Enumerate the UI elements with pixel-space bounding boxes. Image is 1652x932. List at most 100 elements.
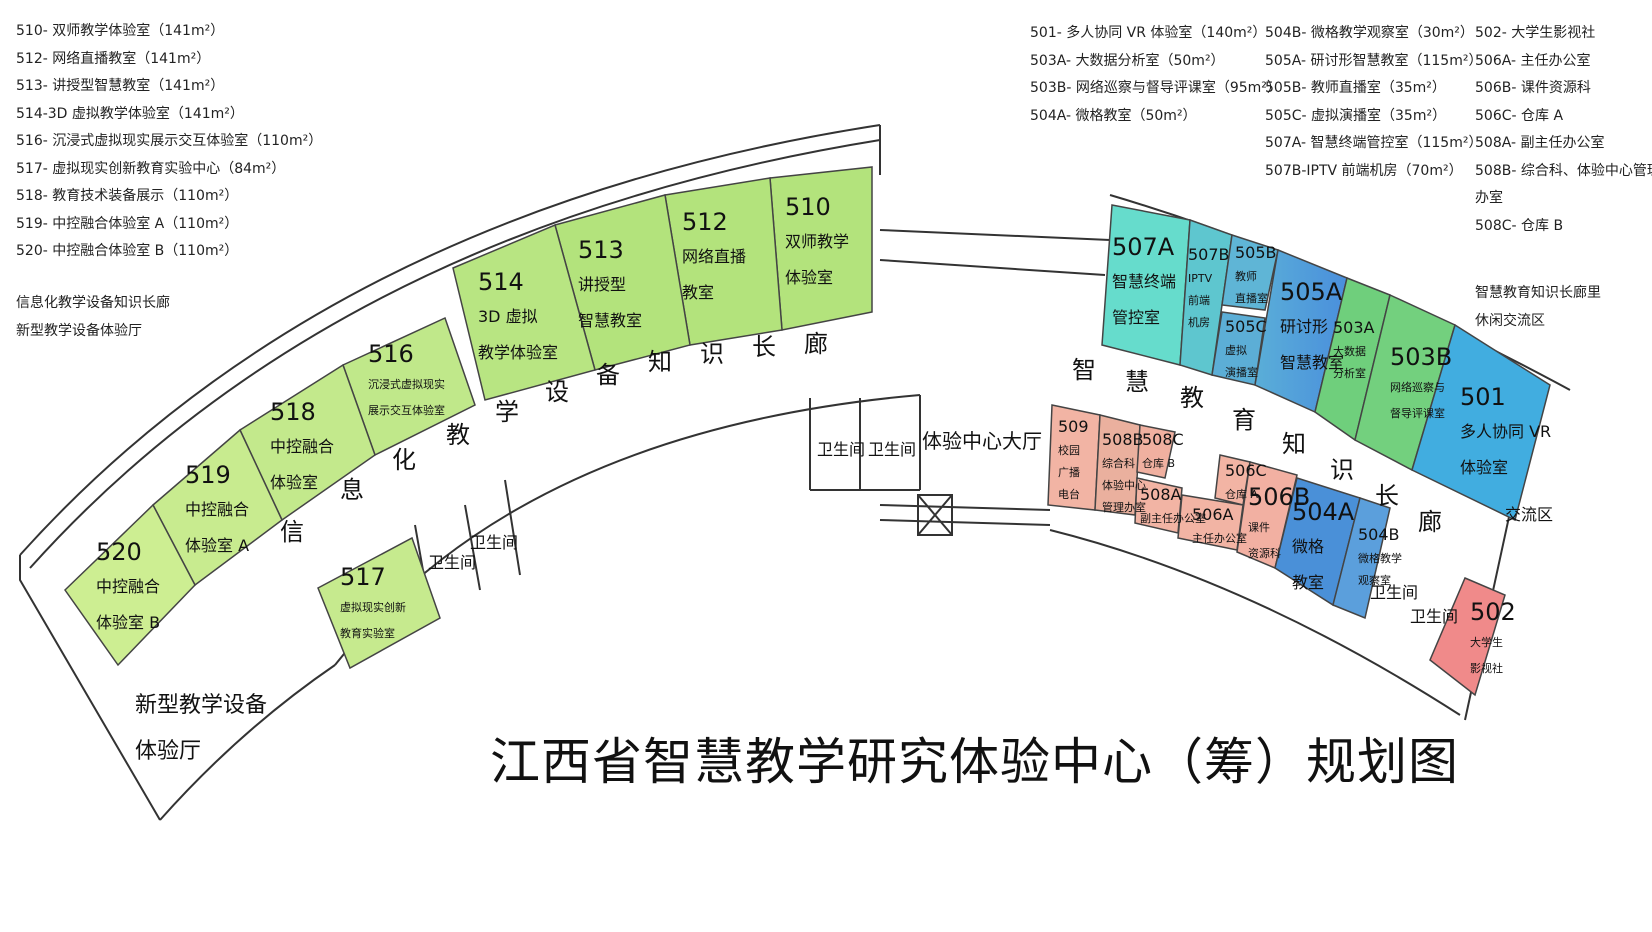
- room-number: 510: [785, 193, 831, 221]
- restroom-label: 卫生间: [428, 553, 476, 572]
- room-name: 校园: [1058, 443, 1080, 457]
- room-name: 展示交互体验室: [368, 403, 445, 417]
- legend-item: 512- 网络直播教室（141m²）: [16, 50, 211, 67]
- legend-item: 504A- 微格教室（50m²）: [1030, 107, 1197, 124]
- room-number: 505B: [1235, 243, 1277, 262]
- room-name: 智慧教室: [1280, 353, 1344, 372]
- room-name: 多人协同 VR: [1460, 422, 1551, 441]
- room-number: 519: [185, 461, 231, 489]
- room-name: 讲授型: [578, 275, 626, 294]
- room-502[interactable]: [1429, 577, 1506, 697]
- room-number: 513: [578, 236, 624, 264]
- room-name: 演播室: [1225, 365, 1258, 379]
- corridor-char: 慧: [1125, 368, 1149, 396]
- room-504b[interactable]: [1332, 497, 1391, 620]
- room-name: 电台: [1058, 487, 1080, 501]
- room-number: 512: [682, 208, 728, 236]
- legend-item: 501- 多人协同 VR 体验室（140m²）: [1030, 25, 1267, 41]
- room-name: 网络巡察与: [1390, 380, 1445, 394]
- legend-item: 505A- 研讨形智慧教室（115m²）: [1265, 52, 1483, 69]
- room-name: 机房: [1188, 315, 1210, 329]
- page-title: 江西省智慧教学研究体验中心（筹）规划图: [490, 733, 1459, 791]
- legend-item: 519- 中控融合体验室 A（110m²）: [16, 215, 239, 232]
- legend-item: 520- 中控融合体验室 B（110m²）: [16, 243, 239, 259]
- room-name: 体验室: [270, 473, 318, 492]
- room-name: 主任办公室: [1192, 531, 1247, 545]
- legend-item: 510- 双师教学体验室（141m²）: [16, 23, 225, 39]
- corridor-char: 息: [340, 476, 364, 504]
- legend-item: 514-3D 虚拟教学体验室（141m²）: [16, 105, 244, 122]
- corridor-char: 智: [1072, 356, 1096, 384]
- room-514[interactable]: [452, 223, 596, 401]
- room-name: 智慧教室: [578, 311, 642, 330]
- corridor-char: 知: [648, 348, 672, 376]
- room-name: 教室: [1292, 573, 1324, 592]
- room-name: 资源科: [1248, 546, 1281, 560]
- room-number: 504A: [1292, 498, 1355, 526]
- room-name: 仓库 B: [1142, 456, 1175, 470]
- legend-left: 510- 双师教学体验室（141m²） 512- 网络直播教室（141m²） 5…: [16, 18, 322, 266]
- room-name: 仓库 A: [1225, 487, 1258, 501]
- room-number: 502: [1470, 598, 1516, 626]
- room-number: 520: [96, 538, 142, 566]
- room-name: 虚拟: [1225, 343, 1247, 357]
- room-name: 影视社: [1470, 661, 1503, 675]
- legend-item: 516- 沉浸式虚拟现实展示交互体验室（110m²）: [16, 133, 323, 149]
- legend-item: 502- 大学生影视社: [1475, 25, 1596, 41]
- legend-item: 503A- 大数据分析室（50m²）: [1030, 52, 1225, 69]
- legend-item: 505C- 虚拟演播室（35m²）: [1265, 107, 1447, 124]
- restroom-label: 卫生间: [868, 440, 916, 459]
- room-508c[interactable]: [1136, 424, 1176, 479]
- corridor-char: 设: [545, 378, 569, 406]
- room-number: 517: [340, 563, 386, 591]
- room-number: 506C: [1225, 461, 1267, 480]
- room-name: 体验室: [785, 268, 833, 287]
- room-name: 前端: [1188, 293, 1210, 307]
- legend-left-extra: 信息化教学设备知识长廊 新型教学设备体验厅: [16, 290, 170, 345]
- room-number: 504B: [1358, 525, 1400, 544]
- room-name: 微格: [1292, 537, 1324, 556]
- room-name: 体验中心: [1102, 478, 1146, 492]
- corridor-char: 廊: [804, 330, 828, 358]
- corridor-char: 化: [392, 446, 416, 474]
- room-517[interactable]: [317, 536, 441, 670]
- legend-item: 508B- 综合科、体验中心管理: [1475, 162, 1652, 179]
- legend-col2: 504B- 微格教学观察室（30m²） 505A- 研讨形智慧教室（115m²）…: [1265, 20, 1482, 185]
- room-number: 507B: [1188, 245, 1230, 264]
- room-name: 课件: [1248, 521, 1270, 534]
- room-name: 微格教学: [1358, 551, 1402, 565]
- room-501[interactable]: [1411, 323, 1551, 522]
- room-number: 514: [478, 268, 524, 296]
- room-name: 中控融合: [270, 437, 334, 456]
- corridor-char: 教: [1180, 384, 1204, 412]
- room-name: 管理办室: [1102, 500, 1146, 514]
- new-hall-label: 新型教学设备: [135, 693, 267, 718]
- room-name: 3D 虚拟: [478, 307, 538, 326]
- corridor-char: 长: [1375, 482, 1399, 510]
- legend-col1: 501- 多人协同 VR 体验室（140m²） 503A- 大数据分析室（50m…: [1030, 20, 1281, 130]
- room-name: 大数据: [1333, 344, 1366, 358]
- legend-item: 507A- 智慧终端管控室（115m²）: [1265, 135, 1483, 151]
- room-505b[interactable]: [1221, 234, 1279, 311]
- corridor-char: 育: [1232, 406, 1256, 434]
- corridor-char: 学: [495, 398, 519, 426]
- legend-item: 506A- 主任办公室: [1475, 52, 1591, 69]
- room-number: 505C: [1225, 317, 1267, 336]
- corridor-char: 长: [752, 333, 776, 361]
- restroom-label: 卫生间: [1370, 583, 1418, 602]
- restroom-label: 卫生间: [817, 440, 865, 459]
- room-number: 508A: [1140, 485, 1182, 504]
- room-520[interactable]: [64, 503, 196, 667]
- room-number: 501: [1460, 383, 1506, 411]
- corridor-char: 廊: [1418, 508, 1442, 536]
- room-name: 广播: [1058, 465, 1080, 479]
- legend-item: 办室: [1475, 190, 1503, 206]
- restroom-label: 卫生间: [470, 533, 518, 552]
- room-name: 教育实验室: [340, 626, 395, 640]
- legend-col3: 502- 大学生影视社 506A- 主任办公室 506B- 课件资源科 506C…: [1475, 20, 1652, 240]
- room-number: 518: [270, 398, 316, 426]
- room-name: 督导评课室: [1390, 406, 1445, 420]
- legend-item: 517- 虚拟现实创新教育实验中心（84m²）: [16, 160, 286, 177]
